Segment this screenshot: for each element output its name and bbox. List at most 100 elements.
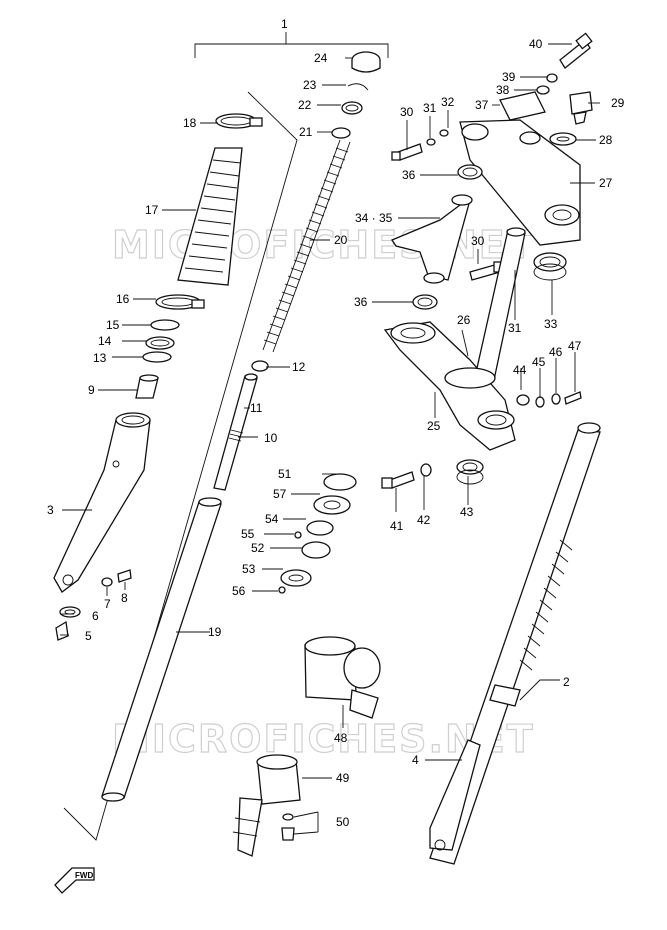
callout-16: 16	[116, 292, 130, 306]
callout-39: 39	[502, 70, 516, 84]
inner-tube-19	[101, 497, 222, 802]
callout-49: 49	[336, 771, 350, 785]
damper-rod-11	[213, 373, 258, 491]
washer-31-top	[426, 138, 436, 146]
oil-lock-ring	[142, 351, 172, 363]
oil-seal	[145, 336, 175, 350]
handlebar-holder-34-35	[391, 194, 473, 284]
fork-spring-20	[262, 139, 351, 353]
callout-19: 19	[208, 625, 222, 639]
callout-28: 28	[599, 133, 613, 147]
oil-seal-retainer	[150, 319, 180, 331]
callout-45: 45	[532, 355, 546, 369]
fwd-arrow-icon: FWD	[54, 867, 95, 894]
boot-clamp-top	[215, 113, 263, 129]
spring-seat-12	[251, 360, 269, 372]
callout-34-35: 34 · 35	[355, 211, 393, 225]
slide-metal	[135, 374, 159, 399]
callout-50: 50	[336, 815, 350, 829]
callout-38: 38	[496, 83, 510, 97]
cap-24	[351, 51, 381, 73]
screw-47	[564, 391, 582, 405]
callout-56: 56	[232, 584, 246, 598]
callout-30-top: 30	[400, 105, 414, 119]
callout-6: 6	[92, 609, 99, 623]
callout-1: 1	[281, 17, 288, 31]
callout-10: 10	[264, 431, 278, 445]
callout-52: 52	[251, 541, 265, 555]
circlip-23	[347, 83, 369, 91]
cap-22	[341, 101, 363, 115]
callout-26: 26	[457, 313, 471, 327]
callout-13: 13	[93, 351, 107, 365]
bolt-41	[381, 471, 415, 489]
callout-5: 5	[85, 629, 92, 643]
callout-18: 18	[183, 116, 197, 130]
washer-46	[551, 393, 561, 405]
callout-20: 20	[334, 233, 348, 247]
lower-bracket-25	[383, 321, 516, 451]
bolt-29	[569, 91, 593, 125]
callout-33: 33	[544, 317, 558, 331]
assembly-bracket	[194, 32, 389, 58]
gasket-6	[59, 606, 81, 618]
callout-25: 25	[427, 419, 441, 433]
rebound-spring-10	[228, 429, 244, 442]
fork-boot	[177, 147, 243, 286]
callout-37: 37	[475, 98, 489, 112]
callout-23: 23	[303, 78, 317, 92]
callout-9: 9	[88, 383, 95, 397]
callout-41: 41	[390, 519, 404, 533]
ignition-switch-48	[304, 636, 381, 719]
callout-11: 11	[250, 401, 263, 415]
left-fork-frame	[63, 91, 298, 841]
callout-17: 17	[145, 203, 159, 217]
callout-55: 55	[241, 527, 255, 541]
washer-32	[439, 129, 449, 137]
washer-stack	[278, 473, 357, 594]
callout-53: 53	[242, 562, 256, 576]
rubber-36-top	[457, 164, 483, 180]
callout-40: 40	[529, 37, 543, 51]
washer-28	[549, 132, 577, 146]
callout-labels: 1 2 3 4 5 6 7 8 9 10 11 12 13 14 15 16 1…	[47, 17, 625, 829]
callout-12: 12	[292, 360, 306, 374]
callout-22: 22	[298, 98, 312, 112]
screw-washer-50	[281, 813, 295, 841]
spacer-21	[331, 127, 351, 139]
holder-37	[499, 91, 546, 121]
steering-lock-49	[232, 754, 301, 857]
callout-43: 43	[460, 505, 474, 519]
top-bracket-27	[459, 119, 581, 246]
callout-8: 8	[121, 591, 128, 605]
bolt-5	[55, 620, 69, 641]
callout-15: 15	[106, 318, 120, 332]
washer-39	[546, 73, 558, 83]
callout-47: 47	[568, 339, 582, 353]
callout-44: 44	[513, 363, 527, 377]
washer-42	[420, 463, 432, 477]
rubber-36-mid	[412, 294, 438, 310]
washer-7	[101, 577, 113, 587]
watermark-top: MICROFICHES.NET	[112, 223, 535, 267]
callout-54: 54	[265, 512, 279, 526]
callout-14: 14	[98, 334, 112, 348]
callout-4: 4	[412, 753, 419, 767]
grommet-43	[456, 459, 484, 485]
right-fork-2	[429, 422, 601, 865]
callout-31-mid: 31	[508, 321, 522, 335]
callout-31-top: 31	[423, 101, 437, 115]
rubber-33	[533, 252, 567, 281]
washer-45	[535, 396, 545, 408]
bolt-40	[559, 32, 593, 69]
boot-clamp-bottom	[155, 294, 205, 310]
callout-46: 46	[549, 345, 563, 359]
washer-38	[536, 85, 550, 95]
leader-lines	[60, 43, 600, 835]
callout-51: 51	[278, 467, 292, 481]
callout-29: 29	[611, 96, 625, 110]
callout-21: 21	[299, 125, 313, 139]
callout-36-top: 36	[402, 168, 416, 182]
callout-7: 7	[104, 597, 111, 611]
